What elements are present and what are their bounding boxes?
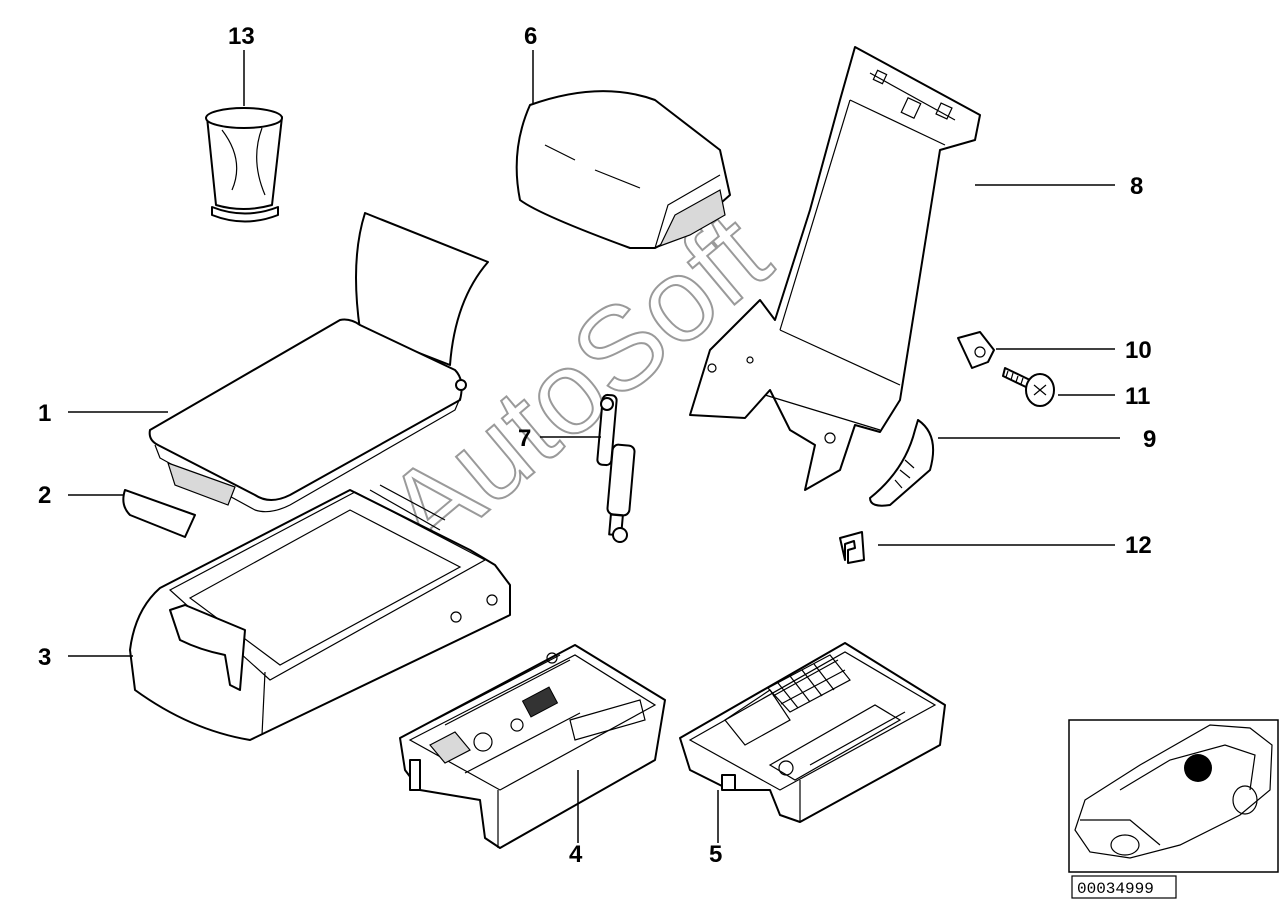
part-10-clip[interactable] <box>957 331 995 369</box>
reference-frame <box>1068 719 1279 873</box>
callout-9: 9 <box>1143 426 1156 453</box>
car-outline-icon <box>1074 724 1273 859</box>
reference-number-box <box>1071 875 1177 899</box>
callout-4: 4 <box>569 841 583 868</box>
callout-3: 3 <box>38 644 51 671</box>
callout-6: 6 <box>524 23 537 50</box>
callout-13: 13 <box>228 23 255 50</box>
callout-1: 1 <box>38 400 51 427</box>
location-marker-icon <box>1184 754 1212 782</box>
callout-12: 12 <box>1125 532 1152 559</box>
part-3-armrest-base[interactable] <box>129 484 511 741</box>
part-8-bracket[interactable] <box>689 46 981 491</box>
part-5-tray-keypad[interactable] <box>679 642 946 823</box>
callout-5: 5 <box>709 841 722 868</box>
callout-11: 11 <box>1125 383 1150 410</box>
callout-7: 7 <box>518 425 531 452</box>
callout-2: 2 <box>38 482 51 509</box>
keypad-grid <box>767 654 851 713</box>
part-1-armrest-pad[interactable] <box>148 212 489 513</box>
part-9-trim-strip[interactable] <box>869 419 934 507</box>
callout-numbers: 1 2 3 4 5 6 7 8 9 10 11 12 13 <box>38 23 1156 868</box>
part-11-screw[interactable] <box>1002 367 1055 407</box>
callout-8: 8 <box>1130 173 1143 200</box>
callout-10: 10 <box>1125 337 1152 364</box>
part-4-storage-tray[interactable] <box>399 644 666 849</box>
part-13-cup[interactable] <box>205 107 283 223</box>
part-6-cover[interactable] <box>515 90 731 249</box>
reference-number: 00034999 <box>1077 880 1154 898</box>
leader-lines <box>68 50 1120 843</box>
part-7-gas-strut[interactable] <box>596 393 636 543</box>
part-12-small-clip[interactable] <box>839 531 865 564</box>
part-2-trim[interactable] <box>122 462 236 538</box>
location-reference: 00034999 <box>1068 719 1279 899</box>
